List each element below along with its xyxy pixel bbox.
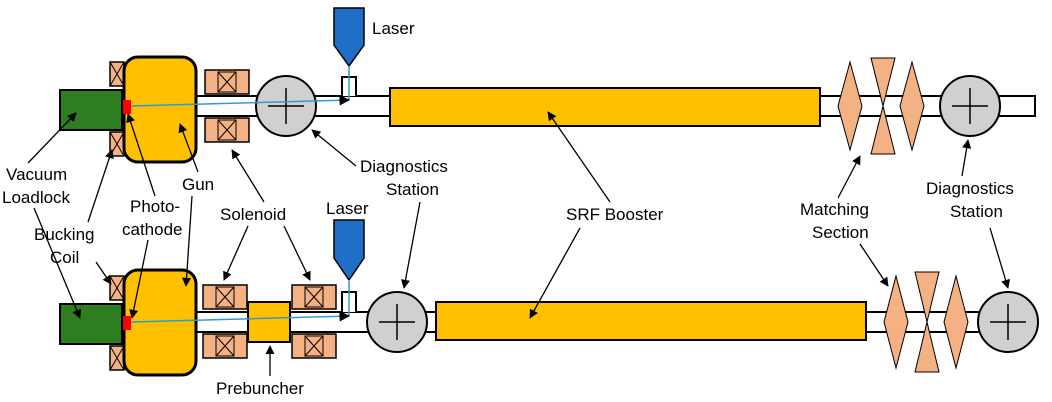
srf-booster bbox=[435, 301, 867, 341]
coil-icon bbox=[109, 131, 125, 157]
coil-icon bbox=[204, 69, 250, 95]
diagnostics-station bbox=[366, 291, 428, 353]
bucking-coil-label: Bucking bbox=[34, 225, 94, 244]
coil-icon bbox=[202, 333, 248, 359]
photocathode bbox=[123, 316, 131, 330]
coil-icon bbox=[109, 61, 125, 87]
coil-icon bbox=[291, 284, 337, 310]
photocathode bbox=[123, 100, 131, 114]
matching-section bbox=[883, 271, 969, 373]
bottom-beamline: Laser bbox=[59, 199, 1039, 377]
coil-icon bbox=[204, 117, 250, 143]
diagnostics-station-label: Diagnostics bbox=[360, 157, 448, 176]
laser-icon bbox=[333, 219, 365, 282]
gun-label: Gun bbox=[182, 175, 214, 194]
laser-icon bbox=[333, 7, 365, 68]
vacuum-loadlock-label: Loadlock bbox=[2, 188, 71, 207]
triangle-quadrupole-icon bbox=[914, 271, 940, 373]
bucking-coil bbox=[109, 275, 125, 371]
coil-icon bbox=[291, 333, 337, 359]
srf-booster bbox=[389, 87, 821, 127]
triangle-quadrupole-icon bbox=[870, 57, 896, 155]
electron-beam bbox=[130, 95, 351, 107]
coil-icon bbox=[109, 275, 125, 301]
triangle-quadrupole-icon bbox=[883, 274, 909, 370]
laser-label: Laser bbox=[326, 199, 369, 218]
top-beamline: Laser bbox=[59, 7, 1036, 164]
diagnostics-station bbox=[255, 75, 317, 137]
triangle-quadrupole-icon bbox=[943, 274, 969, 370]
coil-icon bbox=[109, 345, 125, 371]
prebuncher bbox=[247, 301, 291, 343]
labels: Vacuum Loadlock Bucking Coil Photo- cath… bbox=[2, 157, 1014, 398]
solenoid-label: Solenoid bbox=[220, 205, 286, 224]
srf-booster-label: SRF Booster bbox=[566, 205, 664, 224]
pointer-arrows bbox=[27, 111, 1011, 376]
diagnostics-station bbox=[977, 291, 1039, 353]
diagnostics-station-label: Station bbox=[950, 202, 1003, 221]
vacuum-loadlock bbox=[59, 89, 123, 131]
laser-label: Laser bbox=[372, 19, 415, 38]
prebuncher-label: Prebuncher bbox=[216, 379, 304, 398]
matching-section-label: Section bbox=[812, 223, 869, 242]
gun bbox=[122, 55, 198, 164]
vacuum-loadlock bbox=[59, 303, 123, 345]
diagnostics-station-label: Diagnostics bbox=[926, 179, 1014, 198]
matching-section-label: Matching bbox=[800, 200, 869, 219]
matching-section bbox=[837, 57, 925, 155]
solenoid bbox=[202, 284, 337, 359]
triangle-quadrupole-icon bbox=[899, 60, 925, 152]
photocathode-label: Photo- bbox=[130, 197, 180, 216]
diagnostics-station bbox=[939, 75, 1001, 137]
vacuum-loadlock-label: Vacuum bbox=[6, 165, 67, 184]
photocathode-label: cathode bbox=[122, 220, 183, 239]
triangle-quadrupole-icon bbox=[837, 60, 863, 152]
diagnostics-station-label: Station bbox=[386, 180, 439, 199]
electron-beam bbox=[130, 311, 351, 323]
coil-icon bbox=[202, 284, 248, 310]
solenoid bbox=[204, 69, 250, 143]
